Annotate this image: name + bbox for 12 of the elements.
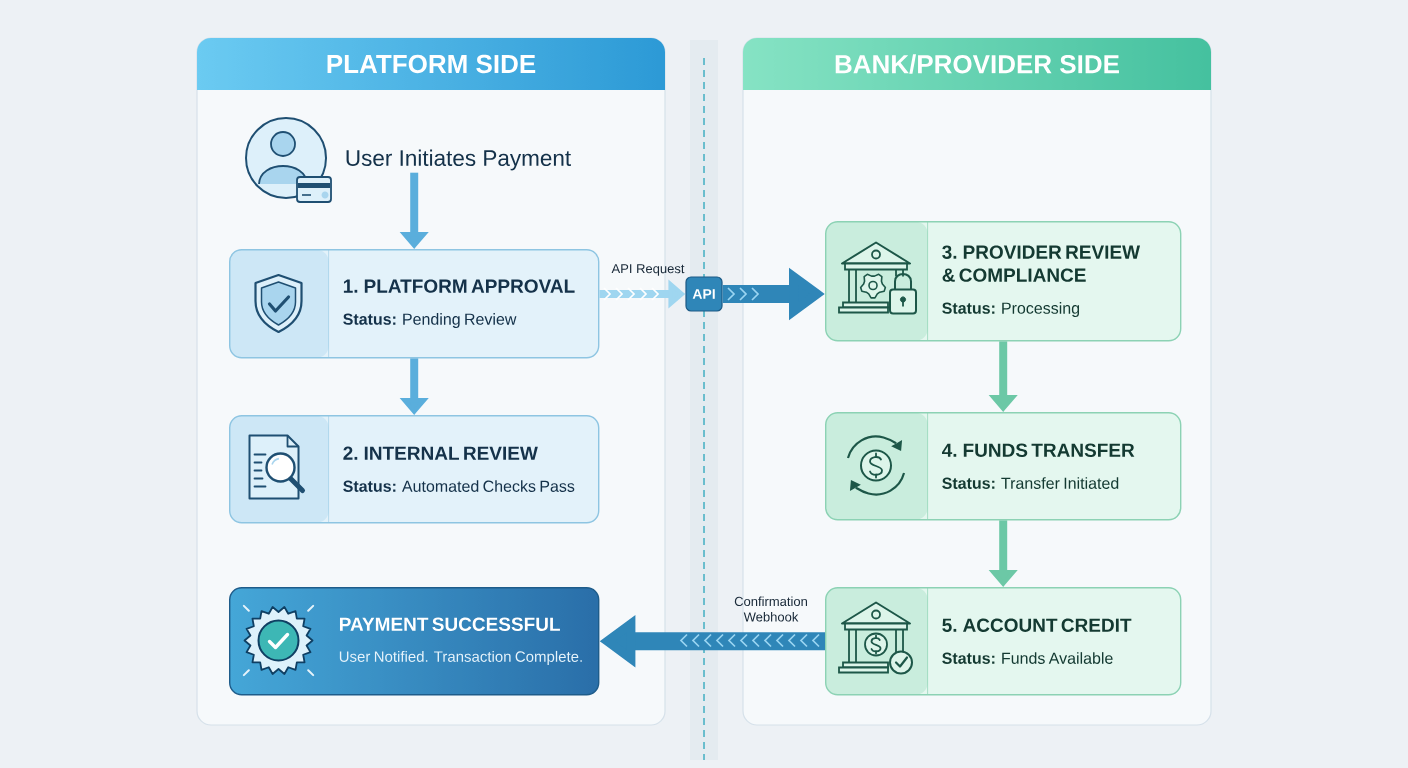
api-badge: API <box>685 276 723 312</box>
step-card: PAYMENT SUCCESSFUL User Notified. Transaction Complete. <box>229 587 600 696</box>
step-card: 1. PLATFORM APPROVAL Status: Pending Review <box>229 249 600 359</box>
step-card: 4. FUNDS TRANSFER Status: Transfer Initiated <box>825 412 1182 521</box>
panel-header: BANK/PROVIDER SIDE <box>835 54 1119 74</box>
panel-header: PLATFORM SIDE <box>327 54 536 74</box>
step-label: User Initiates Payment <box>346 149 571 171</box>
edge-label: API Request <box>611 264 685 276</box>
edge-label: Confirmation Webhook <box>734 596 807 622</box>
step-card: 5. ACCOUNT CREDIT Status: Funds Available <box>825 587 1182 696</box>
step-card: 3. PROVIDER REVIEW & COMPLIANCE Status: Processing <box>825 221 1182 342</box>
step-card: 2. INTERNAL REVIEW Status: Automated Checks Pass <box>229 415 600 524</box>
